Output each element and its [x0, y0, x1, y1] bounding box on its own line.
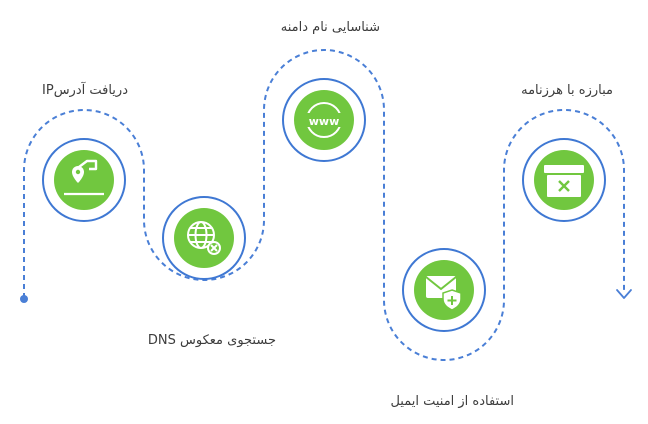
step-3-node: www: [282, 78, 366, 162]
step-2-label: جستجوی معکوس DNS: [147, 333, 276, 348]
step-3-label: شناسایی نام دامنه: [280, 20, 380, 35]
step-4-node: [402, 248, 486, 332]
start-dot: [20, 295, 28, 303]
svg-text:www: www: [309, 115, 340, 128]
step-4-label: استفاده از امنیت ایمیل: [390, 394, 514, 409]
hand-location-pin-icon: [64, 159, 104, 196]
step-5-label: مبارزه با هرزنامه: [521, 83, 613, 98]
globe-x-icon: [187, 221, 221, 255]
step-2-node: [162, 196, 246, 280]
step-1-node: [42, 138, 126, 222]
step-1-label: دریافت آدرسIP: [42, 83, 128, 98]
connector-path: [23, 49, 625, 361]
step-5-node: [522, 138, 606, 222]
archive-x-icon: [544, 165, 584, 197]
end-arrow-icon: [616, 289, 632, 299]
www-icon: www: [304, 102, 344, 138]
envelope-shield-icon: [425, 276, 462, 311]
